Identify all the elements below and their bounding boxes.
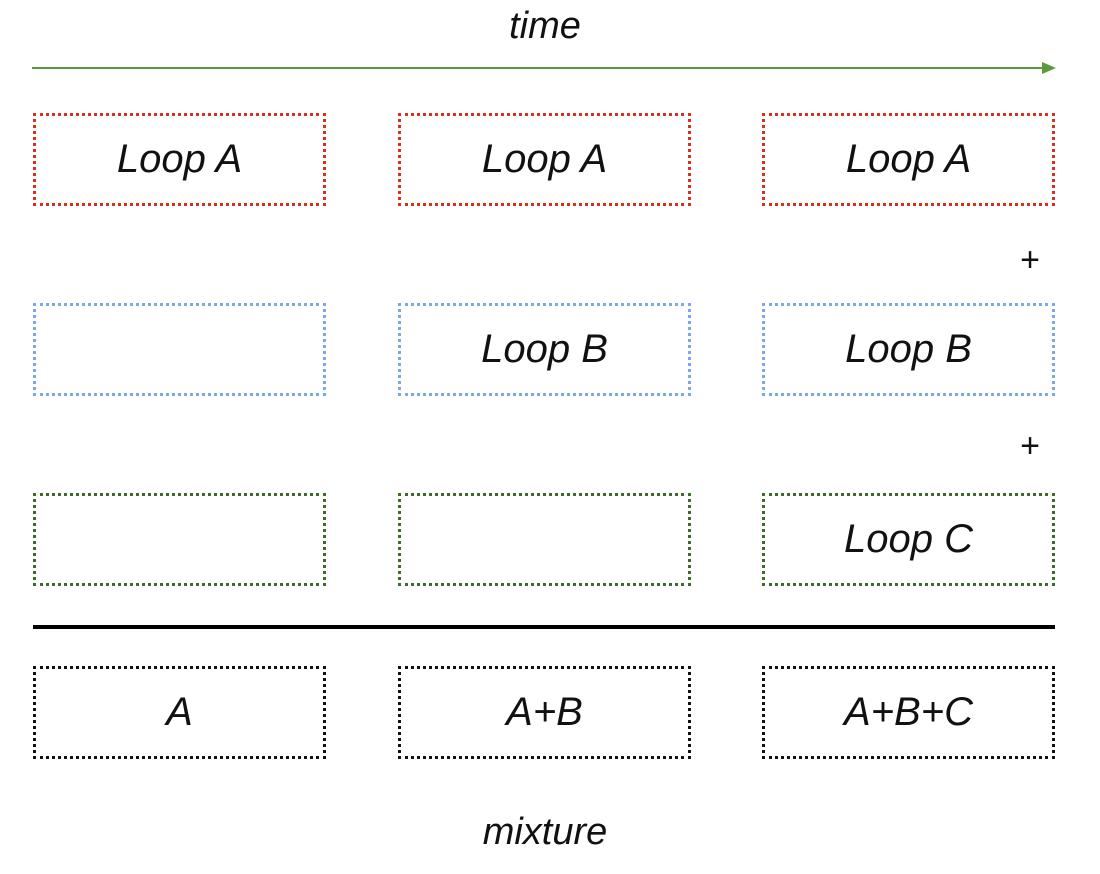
loop-c-box-3: Loop C (762, 493, 1055, 586)
time-arrow (32, 62, 1056, 74)
loop-b-box-1 (33, 303, 326, 396)
loop-b-box-2: Loop B (398, 303, 691, 396)
loop-a-box-3: Loop A (762, 113, 1055, 206)
mixture-box-1: A (33, 666, 326, 759)
loop-b-box-3: Loop B (762, 303, 1055, 396)
mixture-label: mixture (482, 811, 608, 853)
loop-c-box-2 (398, 493, 691, 586)
loop-a-box-2: Loop A (398, 113, 691, 206)
loop-c-box-1 (33, 493, 326, 586)
plus-sign-1: + (1020, 241, 1040, 279)
mixture-box-2: A+B (398, 666, 691, 759)
time-arrow-head (1042, 62, 1056, 74)
mixture-box-3: A+B+C (762, 666, 1055, 759)
time-label: time (509, 5, 581, 47)
loop-a-box-1: Loop A (33, 113, 326, 206)
sum-divider-line (33, 625, 1055, 629)
plus-sign-2: + (1020, 427, 1040, 465)
